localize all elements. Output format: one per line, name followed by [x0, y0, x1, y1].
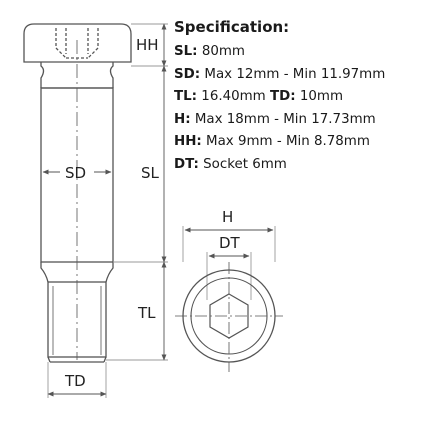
dt-label: DT — [219, 234, 241, 252]
sd-label: SD — [65, 164, 86, 182]
spec-tl-value: 16.40mm — [201, 89, 266, 105]
sl-label: SL — [141, 164, 160, 182]
spec-tl-td: TL: 16.40mm TD: 10mm — [174, 86, 414, 109]
spec-sl: SL: 80mm — [174, 41, 414, 64]
spec-dt-key: DT: — [174, 156, 199, 172]
specification-panel: Specification: SL: 80mm SD: Max 12mm - M… — [174, 18, 414, 177]
spec-sl-key: SL: — [174, 44, 198, 59]
spec-tl-key: TL: — [174, 89, 198, 105]
spec-hh: HH: Max 9mm - Min 8.78mm — [174, 131, 414, 154]
spec-sl-value: 80mm — [201, 44, 245, 59]
spec-h-key: H: — [174, 111, 191, 127]
spec-hh-key: HH: — [174, 134, 202, 150]
thread-neck — [40, 262, 114, 283]
bolt-head — [23, 23, 132, 63]
spec-sd-key: SD: — [174, 66, 201, 82]
hh-label: HH — [136, 36, 159, 54]
spec-sd-value: Max 12mm - Min 11.97mm — [204, 66, 386, 82]
spec-td-value: 10mm — [299, 89, 344, 105]
bolt-side-view — [23, 23, 132, 363]
td-label: TD — [64, 372, 86, 390]
dimension-lines — [42, 23, 168, 398]
spec-hh-value: Max 9mm - Min 8.78mm — [206, 134, 370, 150]
h-label: H — [222, 208, 233, 226]
spec-sd: SD: Max 12mm - Min 11.97mm — [174, 64, 414, 87]
spec-td-key: TD: — [270, 89, 296, 105]
head-neck — [40, 62, 114, 88]
spec-dt: DT: Socket 6mm — [174, 154, 414, 177]
specification-title: Specification: — [174, 18, 290, 36]
spec-h-value: Max 18mm - Min 17.73mm — [194, 111, 376, 127]
bolt-end-view — [175, 226, 283, 372]
spec-h: H: Max 18mm - Min 17.73mm — [174, 109, 414, 132]
tl-label: TL — [137, 304, 156, 322]
spec-dt-value: Socket 6mm — [203, 156, 287, 172]
